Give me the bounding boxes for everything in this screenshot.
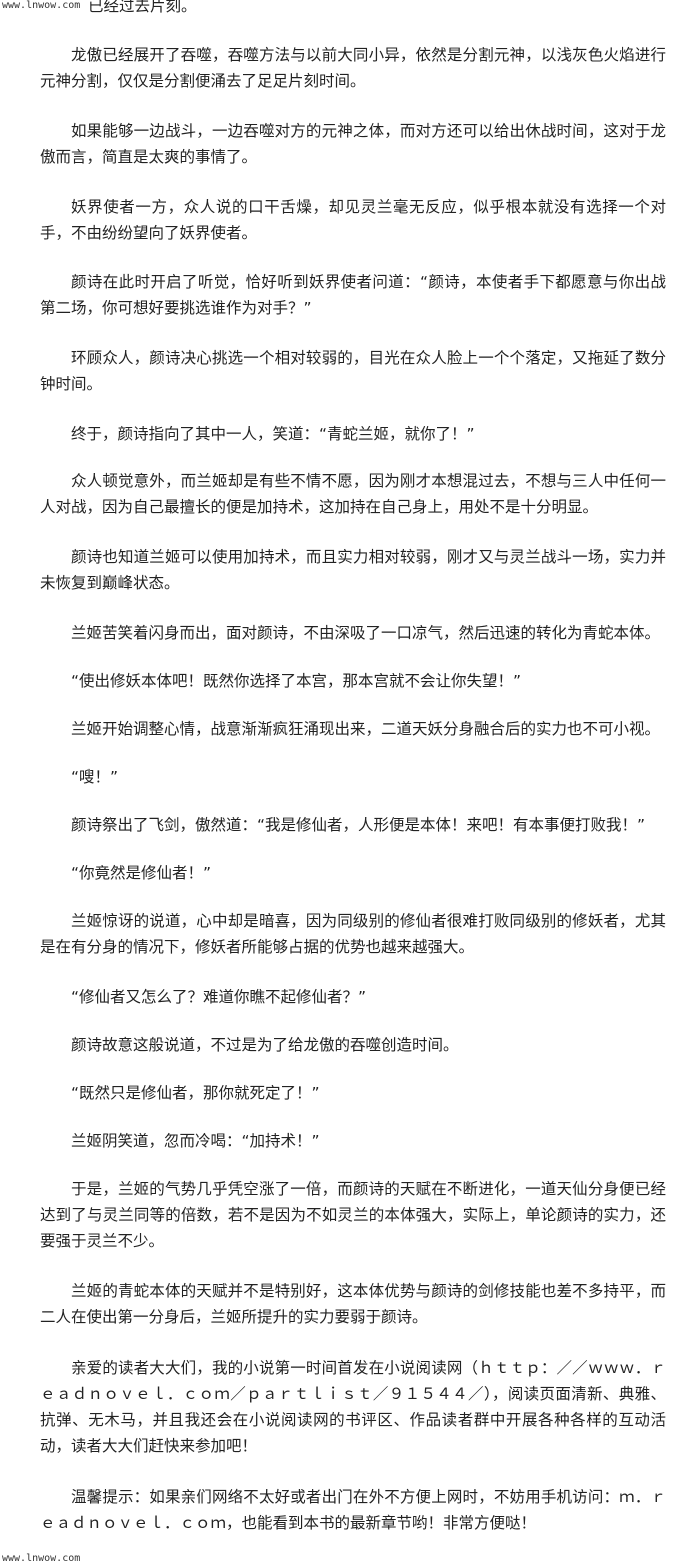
paragraph: 于是，兰姬的气势几乎凭空涨了一倍，而颜诗的天赋在不断进化，一道天仙分身便已经达到… <box>40 1180 666 1250</box>
watermark-top: www.lnwow.com <box>2 0 81 11</box>
paragraph: 兰姬惊讶的说道，心中却是暗喜，因为同级别的修仙者很难打败同级别的修妖者，尤其是在… <box>40 912 666 956</box>
paragraph: 如果能够一边战斗，一边吞噬对方的元神之体，而对方还可以给出休战时间，这对于龙傲而… <box>40 122 666 166</box>
paragraph: 颜诗故意这般说道，不过是为了给龙傲的吞噬创造时间。 <box>71 1036 459 1054</box>
paragraph: 龙傲已经展开了吞噬，吞噬方法与以前大同小异，依然是分割元神，以浅灰色火焰进行元神… <box>40 46 666 90</box>
paragraph: “嗖！” <box>71 768 119 786</box>
paragraph: “使出修妖本体吧！既然你选择了本宫，那本宫就不会让你失望！” <box>71 672 522 690</box>
paragraph: 兰姬开始调整心情，战意渐渐疯狂涌现出来，二道天妖分身融合后的实力也不可小视。 <box>71 720 661 738</box>
paragraph: “修仙者又怎么了？难道你瞧不起修仙者？” <box>71 988 367 1006</box>
paragraph: 环顾众人，颜诗决心挑选一个相对较弱的，目光在众人脸上一个个落定，又拖延了数分钟时… <box>40 349 666 393</box>
paragraph: 颜诗也知道兰姬可以使用加持术，而且实力相对较弱，刚才又与灵兰战斗一场，实力并未恢… <box>40 548 666 592</box>
paragraph: “你竟然是修仙者！” <box>71 864 212 882</box>
paragraph: 兰姬阴笑道，忽而冷喝：“加持术！” <box>71 1132 320 1150</box>
paragraph: 温馨提示：如果亲们网络不太好或者出门在外不方便上网时，不妨用手机访问：ｍ．ｒｅａ… <box>40 1488 666 1532</box>
paragraph: 众人顿觉意外，而兰姬却是有些不情不愿，因为刚才本想混过去，不想与三人中任何一人对… <box>40 472 666 516</box>
paragraph: 终于，颜诗指向了其中一人，笑道：“青蛇兰姬，就你了！” <box>71 425 475 443</box>
paragraph: 亲爱的读者大大们，我的小说第一时间首发在小说阅读网（ｈｔｔｐ：／／ｗｗｗ．ｒｅａ… <box>40 1359 666 1455</box>
paragraph: “既然只是修仙者，那你就死定了！” <box>71 1084 320 1102</box>
watermark-bottom: www.lnwow.com <box>2 1553 81 1564</box>
paragraph: 颜诗在此时开启了听觉，恰好听到妖界使者问道：“颜诗，本使者手下都愿意与你出战第二… <box>40 273 666 317</box>
paragraph: 颜诗祭出了飞剑，傲然道：“我是修仙者，人形便是本体！来吧！有本事便打败我！” <box>71 816 646 834</box>
paragraph: 妖界使者一方，众人说的口干舌燥，却见灵兰毫无反应，似乎根本就没有选择一个对手，不… <box>40 198 666 242</box>
continued-text-line: 已经过去片刻。 <box>88 0 197 15</box>
paragraph: 兰姬苦笑着闪身而出，面对颜诗，不由深吸了一口凉气，然后迅速的转化为青蛇本体。 <box>71 624 661 642</box>
paragraph: 兰姬的青蛇本体的天赋并不是特别好，这本体优势与颜诗的剑修技能也差不多持平，而二人… <box>40 1282 666 1326</box>
